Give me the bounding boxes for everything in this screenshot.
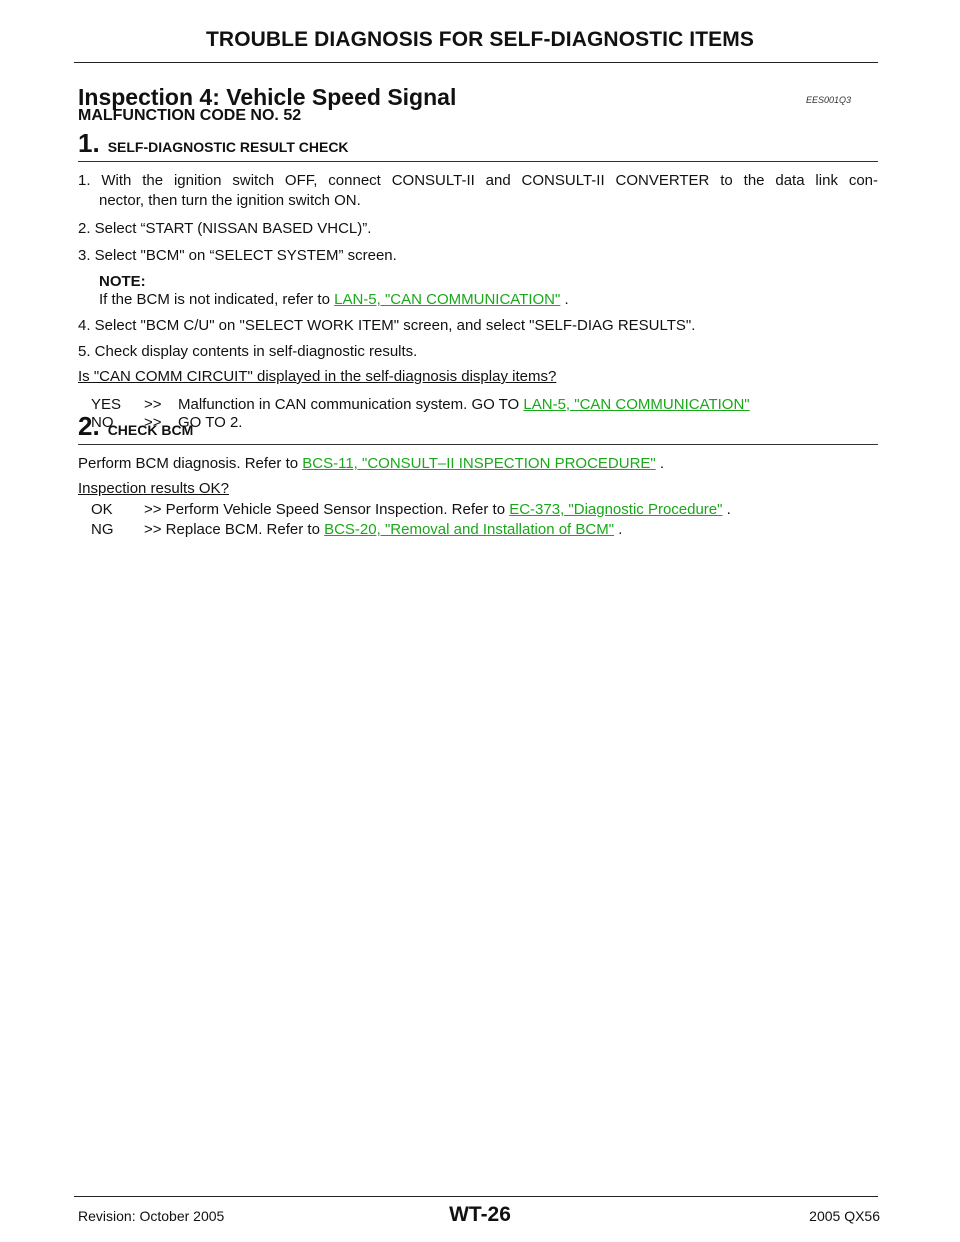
answer-ng-text: >> Replace BCM. Refer to	[144, 521, 325, 538]
step-2-answer-ok: OK >> Perform Vehicle Speed Sensor Inspec…	[91, 500, 731, 520]
answer-no-key: NO	[91, 414, 114, 431]
answer-no-arrow: >>	[144, 414, 162, 431]
note-body: If the BCM is not indicated, refer to	[99, 291, 335, 308]
answer-ok-tail: .	[722, 501, 731, 518]
step-1-answer-yes: YES >> Malfunction in CAN communication sy…	[91, 395, 750, 415]
note-tail: .	[560, 291, 569, 308]
step-2-tail: .	[655, 455, 665, 472]
step-2-text: Perform BCM diagnosis. Refer to BCS-11, …	[78, 454, 664, 474]
answer-yes-text: Malfunction in CAN communication system.…	[178, 396, 524, 413]
step-2-answer-ng: NG >> Replace BCM. Refer to BCS-20, "Remo…	[91, 520, 622, 540]
step-2-link-bcs11[interactable]: BCS-11, "CONSULT–II INSPECTION PROCEDURE…	[302, 455, 656, 472]
header-divider	[74, 62, 878, 63]
step-2-number: 2.	[78, 411, 100, 441]
footer-page-number: WT-26	[449, 1203, 511, 1226]
footer-model: 2005 QX56	[809, 1208, 880, 1224]
step-1-title: SELF-DIAGNOSTIC RESULT CHECK	[107, 139, 349, 155]
step-1-heading: 1. SELF-DIAGNOSTIC RESULT CHECK	[78, 128, 349, 159]
answer-yes-key: YES	[91, 396, 122, 413]
step-1-item-2: 2. Select “START (NISSAN BASED VHCL)”.	[78, 220, 372, 237]
step-2-question: Inspection results OK?	[78, 480, 229, 497]
step-1-answer-no: NO >> GO TO 2.	[91, 413, 242, 433]
malfunction-code-subtitle: MALFUNCTION CODE NO. 52	[78, 107, 302, 124]
footer-divider	[74, 1196, 878, 1197]
note-link-lan5[interactable]: LAN-5, "CAN COMMUNICATION"	[334, 291, 561, 308]
answer-ng-link-bcs20[interactable]: BCS-20, "Removal and Installation of BCM…	[324, 521, 615, 538]
answer-ok-link-ec373[interactable]: EC-373, "Diagnostic Procedure"	[509, 501, 723, 518]
step-2-heading: 2. CHECK BCM	[78, 408, 194, 441]
step-1-item-4: 4. Select "BCM C/U" on "SELECT WORK ITEM…	[78, 317, 696, 334]
step-1-item-5: 5. Check display contents in self-diagno…	[78, 343, 418, 360]
step-1-item-1-line-2: nector, then turn the ignition switch ON…	[99, 192, 361, 209]
step-2-divider	[78, 444, 878, 445]
answer-no-text: GO TO 2.	[178, 414, 243, 431]
step-1-number: 1.	[78, 128, 100, 158]
footer-revision: Revision: October 2005	[78, 1208, 225, 1224]
answer-yes-link-lan5[interactable]: LAN-5, "CAN COMMUNICATION"	[523, 396, 750, 413]
page-header-title: TROUBLE DIAGNOSIS FOR SELF-DIAGNOSTIC IT…	[206, 28, 754, 51]
step-1-divider	[78, 161, 878, 162]
section-title: Inspection 4: Vehicle Speed Signal	[78, 84, 457, 110]
answer-ok-key: OK	[91, 501, 113, 518]
answer-ng-tail: .	[614, 521, 623, 538]
section-code: EES001Q3	[806, 95, 852, 105]
note-label: NOTE:	[99, 273, 146, 290]
step-2-title: CHECK BCM	[107, 422, 194, 438]
answer-ok-text: >> Perform Vehicle Speed Sensor Inspecti…	[144, 501, 510, 518]
step-1-item-3: 3. Select "BCM" on “SELECT SYSTEM” scree…	[78, 247, 397, 264]
step-1-item-1-line-1: 1. With the ignition switch OFF, connect…	[78, 172, 878, 189]
note-text: If the BCM is not indicated, refer to LA…	[99, 290, 569, 310]
step-1-question: Is "CAN COMM CIRCUIT" displayed in the s…	[78, 368, 557, 385]
step-2-body: Perform BCM diagnosis. Refer to	[78, 455, 303, 472]
answer-ng-key: NG	[91, 521, 114, 538]
answer-yes-arrow: >>	[144, 396, 162, 413]
